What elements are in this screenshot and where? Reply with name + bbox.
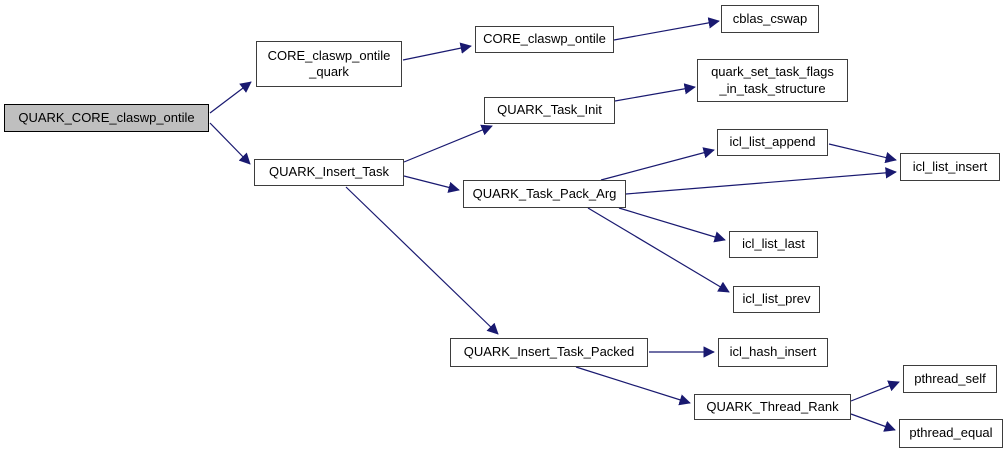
edge-insert-task-to-task-pack-arg	[403, 175, 460, 193]
edge-insert-task-packed-to-thread-rank	[575, 366, 691, 406]
node-quark-task-pack-arg[interactable]: QUARK_Task_Pack_Arg	[463, 180, 626, 208]
node-pthread-equal[interactable]: pthread_equal	[899, 419, 1003, 448]
node-quark-task-init[interactable]: QUARK_Task_Init	[484, 97, 615, 124]
node-pthread-self[interactable]: pthread_self	[903, 365, 997, 393]
edge-quark-to-core-claswp-ontile	[402, 42, 472, 61]
node-quark-thread-rank[interactable]: QUARK_Thread_Rank	[694, 394, 851, 420]
edge-thread-rank-to-pthread-equal	[850, 413, 896, 432]
node-quark-insert-task[interactable]: QUARK_Insert_Task	[254, 159, 404, 186]
node-cblas-cswap[interactable]: cblas_cswap	[721, 5, 819, 33]
edge-pack-arg-to-icl-list-last	[618, 207, 726, 243]
edge-task-init-to-set-task-flags	[614, 83, 696, 102]
edge-insert-task-to-insert-task-packed	[345, 186, 499, 335]
node-core-claswp-ontile[interactable]: CORE_claswp_ontile	[475, 26, 614, 53]
node-label-line: _in_task_structure	[719, 80, 826, 96]
node-quark-core-claswp-ontile: QUARK_CORE_claswp_ontile	[4, 104, 209, 132]
edge-thread-rank-to-pthread-self	[850, 380, 900, 402]
edge-pack-arg-to-icl-list-prev	[587, 207, 730, 293]
edge-insert-task-to-task-init	[403, 124, 493, 163]
node-icl-list-insert[interactable]: icl_list_insert	[900, 153, 1000, 181]
node-icl-hash-insert[interactable]: icl_hash_insert	[718, 338, 828, 367]
edge-core-claswp-ontile-to-cblas-cswap	[613, 17, 720, 41]
edge-pack-arg-to-icl-list-insert	[625, 167, 897, 195]
node-label-line: _quark	[309, 64, 349, 79]
node-quark-set-task-flags-in-task-structure[interactable]: quark_set_task_flags _in_task_structure	[697, 59, 848, 102]
node-icl-list-append[interactable]: icl_list_append	[717, 129, 828, 156]
edge-root-to-quark-insert-task	[209, 122, 251, 165]
node-icl-list-last[interactable]: icl_list_last	[729, 231, 818, 258]
node-quark-insert-task-packed[interactable]: QUARK_Insert_Task_Packed	[450, 338, 648, 367]
node-label-line: quark_set_task_flags	[711, 64, 834, 80]
node-icl-list-prev[interactable]: icl_list_prev	[733, 286, 820, 313]
node-label-line: CORE_claswp_ontile	[267, 47, 391, 63]
node-core-claswp-ontile-quark[interactable]: CORE_claswp_ontile _quark	[256, 41, 402, 87]
edge-pack-arg-to-icl-list-append	[600, 147, 715, 181]
edge-root-to-core-claswp-ontile-quark	[209, 81, 252, 114]
edge-icl-list-append-to-icl-list-insert	[828, 143, 897, 164]
